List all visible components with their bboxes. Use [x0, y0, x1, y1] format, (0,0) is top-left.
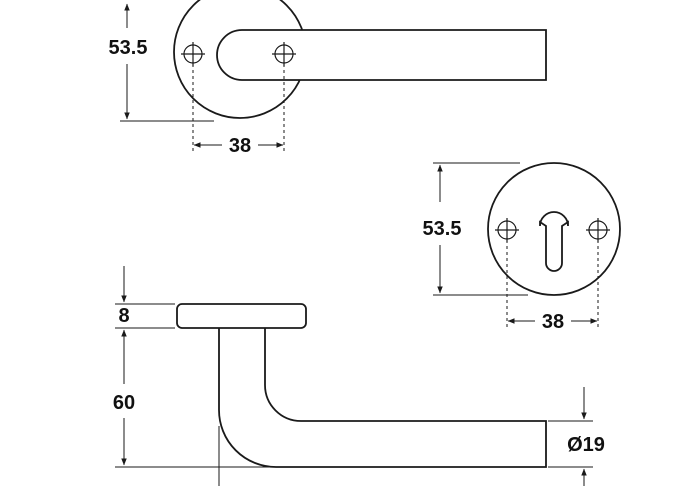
- rose-thickness-dimension: [115, 266, 175, 329]
- fixing-hole-right: [272, 42, 296, 66]
- lever-projection-label: 60: [113, 392, 135, 414]
- escutcheon-spacing-label: 38: [542, 311, 564, 333]
- escutcheon-front-view: [433, 162, 621, 328]
- escutcheon-hole-left: [495, 218, 519, 242]
- escutcheon-outline: [487, 162, 621, 296]
- lever-outline: [216, 29, 547, 81]
- escutcheon-hole-right: [586, 218, 610, 242]
- rose-lever-front-view: [120, 0, 547, 152]
- lever-side-view: [115, 266, 593, 486]
- rose-spacing-dimension: [192, 64, 285, 152]
- rose-height-label: 53.5: [109, 37, 148, 59]
- profile-cylinder-cutout-icon: [539, 211, 569, 272]
- lever-diameter-label: Ø19: [567, 434, 605, 456]
- rose-height-dimension: [120, 3, 214, 122]
- rose-spacing-label: 38: [229, 135, 251, 157]
- lever-side-profile: [218, 328, 547, 468]
- rose-thickness-label: 8: [118, 305, 129, 327]
- fixing-hole-left: [181, 42, 205, 66]
- rose-side-profile: [176, 303, 307, 329]
- escutcheon-height-dimension: [433, 162, 528, 296]
- lever-projection-dimension: [115, 329, 270, 486]
- escutcheon-spacing-dimension: [506, 240, 599, 328]
- lever-diameter-dimension: [548, 387, 593, 486]
- escutcheon-height-label: 53.5: [423, 218, 462, 240]
